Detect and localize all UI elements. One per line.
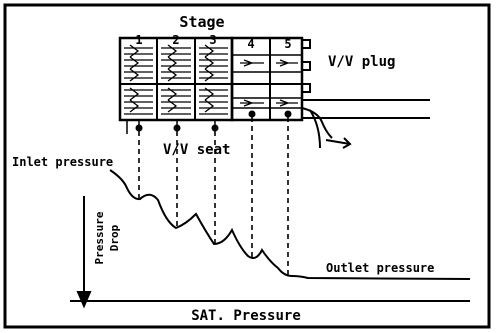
stage-flow-hatching [124,44,298,115]
inlet-pressure-label: Inlet pressure [12,155,113,169]
stage-numbers: 1 2 3 4 5 [135,33,291,51]
sat-pressure-label: SAT. Pressure [191,308,301,324]
stage-title: Stage [179,13,224,31]
stage-number-3: 3 [209,33,216,47]
stage-grid [118,36,304,122]
plug-notches [302,39,311,93]
stage-number-5: 5 [284,37,291,51]
stage-number-2: 2 [172,33,179,47]
outlet-pressure-label: Outlet pressure [326,261,434,275]
plug-label: V/V plug [328,54,395,70]
seat-label: V/V seat [163,142,230,158]
seat-stems [126,120,216,134]
pressure-drop-label-1: Pressure [93,211,106,264]
pressure-drop-arrow [76,196,92,309]
stage-number-4: 4 [247,37,254,51]
outlet-pipe [301,99,430,149]
projection-lines [138,117,289,275]
pressure-drop-label-2: Drop [108,224,121,251]
stage-number-1: 1 [135,33,142,47]
diagram-frame [3,3,491,329]
pressure-curve [109,169,471,280]
